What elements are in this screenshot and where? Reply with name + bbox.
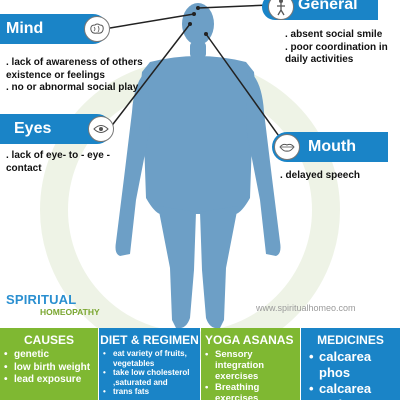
mouth-label-text: Mouth [308,138,356,155]
diet-panel: DIET & REGIMEN eat variety of fruits, ve… [99,328,200,400]
list-item: eat variety of fruits, vegetables [103,349,200,368]
mouth-symptoms: . delayed speech [280,170,360,183]
yoga-panel: YOGA ASANAS Sensory integration exercise… [201,328,300,400]
eyes-symptoms: . lack of eye- to - eye - contact [6,150,110,175]
list-item: calcarea carb [309,381,400,400]
causes-list: genetic low birth weight lead exposure [0,349,98,387]
list-item: genetic [4,349,98,362]
symptom-line: . poor coordination in [285,41,388,53]
general-symptoms: . absent social smile . poor coordinatio… [285,29,388,67]
mind-symptoms: . lack of awareness of others existence … [6,57,143,95]
person-icon [268,0,294,20]
yoga-list: Sensory integration exercises Breathing … [201,349,300,400]
causes-title: CAUSES [23,333,74,347]
brain-icon [84,16,110,42]
list-item: Sensory integration exercises [205,349,300,382]
diet-title: DIET & REGIMEN [100,333,199,347]
symptom-line: daily activities [285,54,354,65]
diet-list: eat variety of fruits, vegetables take l… [99,349,200,397]
list-item: Breathing exercises [205,382,300,400]
symptom-line: . no or abnormal social play [6,82,139,93]
medicines-list: calcarea phos calcarea carb [301,349,400,400]
connector-lines [109,4,287,147]
human-body-silhouette [115,3,281,329]
symptom-line: . lack of awareness of others [6,57,143,68]
symptom-line: contact [6,162,42,174]
causes-panel: CAUSES genetic low birth weight lead exp… [0,328,98,400]
symptom-line: existence or feelings [6,69,105,81]
symptom-line: . lack of eye- to - eye - [6,150,110,161]
symptom-line: . delayed speech [280,170,361,181]
brand-subtitle: HOMEOPATHY [40,307,100,317]
yoga-title: YOGA ASANAS [205,333,294,347]
medicines-title: MEDICINES [317,333,384,347]
eye-icon [88,116,114,142]
lips-icon [274,134,300,160]
eyes-label-text: Eyes [14,120,52,137]
symptom-line: . absent social smile [285,29,383,40]
general-label-text: General [298,0,358,13]
brand-name: SPIRITUAL [6,292,77,307]
list-item: calcarea phos [309,349,400,381]
medicines-panel: MEDICINES calcarea phos calcarea carb [301,328,400,400]
list-item: lead exposure [4,374,98,387]
list-item: take low cholesterol ,saturated and [103,368,200,387]
website-url: www.spiritualhomeo.com [256,303,356,313]
list-item: trans fats [103,387,200,397]
list-item: low birth weight [4,362,98,375]
mind-label-text: Mind [6,20,44,37]
